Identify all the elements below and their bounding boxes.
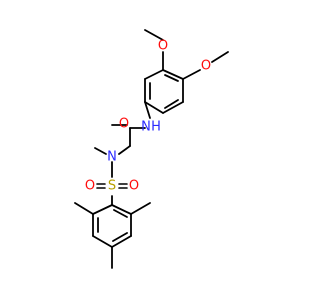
carbonyl-oxygen-atom: O <box>119 117 129 132</box>
sulfonamide-nitrogen-atom: N <box>107 150 117 165</box>
bond <box>211 51 229 63</box>
molecule-canvas: O O O N H N S O O <box>74 29 229 269</box>
bond <box>113 209 128 218</box>
bond <box>182 69 201 80</box>
molecule-structure: O O O N H N S O O <box>74 29 229 269</box>
dimethoxyphenyl-ring <box>144 69 184 114</box>
bond <box>94 147 107 155</box>
mesityl-ring <box>92 204 132 248</box>
bond <box>118 145 131 155</box>
bond <box>111 235 132 248</box>
sulfur-atom: S <box>108 179 116 194</box>
oxygen-atom-methoxy: O <box>201 59 211 74</box>
bond <box>92 235 113 248</box>
amide-nitrogen-atom: N <box>141 120 151 135</box>
bond <box>164 74 179 82</box>
bond <box>74 202 94 215</box>
bond <box>164 99 179 109</box>
bond <box>111 204 132 215</box>
sulfonyl-oxygen-atom: O <box>129 179 139 194</box>
bond <box>130 202 151 215</box>
bond <box>112 232 128 242</box>
sulfonyl-oxygen-atom: O <box>85 179 95 194</box>
amide-hydrogen-atom: H <box>151 120 161 135</box>
bond <box>162 69 184 80</box>
bond <box>92 204 113 215</box>
bond <box>144 101 151 119</box>
oxygen-atom-methoxy: O <box>158 39 168 54</box>
bond <box>144 29 164 41</box>
bond <box>144 101 164 114</box>
bond <box>144 69 164 80</box>
bond <box>162 101 184 114</box>
